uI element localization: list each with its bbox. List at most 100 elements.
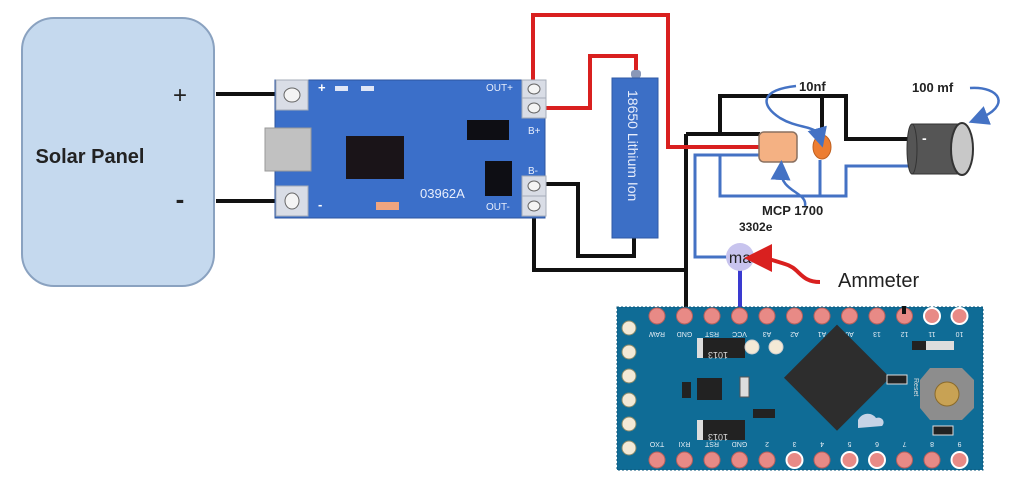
arduino-side-pin-rxi [621,392,637,408]
pad-hole [284,192,300,210]
smd-component [912,341,954,350]
battery-body [611,77,659,239]
blue-wires [693,153,912,322]
arduino-top-pin-11 [923,307,941,325]
arduino-bottom-pin-7 [896,451,913,469]
black-wires [216,92,912,322]
arduino-bottom-pin-txo [648,451,666,469]
reset-button-cap [934,381,960,407]
arduino-top-pin-a3 [758,307,776,325]
pin-out-plus-label: OUT+ [486,83,513,94]
arduino-side-pin-txo [621,416,637,432]
wire-reg-cap-frame [718,155,822,198]
module-in-plus-label: + [318,80,326,95]
usb-port [264,127,312,172]
wire-ground-cap [822,94,912,141]
arduino-bottom-pin-gnd-label: GND [732,440,748,447]
arduino-bottom-pin-txo-label: TXO [649,440,664,447]
battery-terminal [631,70,641,78]
pin-b-plus-label: B+ [528,126,541,137]
arduino-side-pin-grn [621,320,637,336]
solar-panel-minus-label: - [176,184,185,214]
pad-hole [283,87,301,103]
arduino-top-pin-a1-label: A1 [818,330,827,337]
chip-edge [697,420,703,440]
capacitor-100mf-pointer [968,86,1000,125]
arduino-bottom-pin-3 [785,451,804,469]
regulator-mcp1700: MCP 1700 3302e [739,131,823,234]
arduino-bottom-pin-8 [923,451,941,469]
arduino-bottom-pin-3-label: 3 [792,440,796,447]
solar-panel-label: Solar Panel [36,146,145,168]
arduino-bottom-pin-9-label: 9 [957,440,961,447]
arduino-bottom-pin-rst-label: RST [704,440,719,447]
arduino-chip-2 [700,420,745,440]
arduino-top-pin-a1 [813,307,831,325]
capacitor-100mf-label: 100 mf [912,80,954,95]
via-pad [768,339,784,355]
arduino-bottom-pin-gnd [731,451,748,469]
wire-outplus-regulator [531,13,760,149]
pad-hole [527,83,541,95]
ammeter-label: Ammeter [838,270,919,292]
via-pad [744,339,760,355]
arduino-top-pin-vcc-label: VCC [732,330,747,337]
capacitor-top [950,122,974,176]
smd-component [912,341,926,350]
wire-outminus-ground [532,214,686,272]
arduino-top-pin-a3-label: A3 [763,330,772,337]
arduino-bottom-pin-4-label: 4 [820,440,824,447]
arduino-side-pins [621,306,906,456]
arduino-top-pin-10-label: 10 [956,330,964,337]
smd-component [753,409,775,418]
wire-ground-frame [686,94,824,136]
arduino-bottom-pin-2-label: 2 [765,440,769,447]
smd-resistor [376,202,399,210]
arduino-bottom-pin-2 [758,451,776,469]
pin-out-minus-label: OUT- [486,202,510,213]
arduino-top-pin-12-label: 12 [901,330,909,337]
arduino-side-pin-vcc [621,368,637,384]
arduino-bottom-pin-rst [703,451,721,469]
ammeter: ma Ammeter [726,243,919,292]
chip-edge [697,338,703,358]
arduino-bottom-pin-rxi [676,451,693,469]
red-wires [531,13,760,149]
regulator-body [758,131,798,163]
arduino-top-pin-gnd [676,307,693,325]
arduino-top-pin-10 [950,307,969,325]
arduino-bottom-pin-6 [868,451,886,469]
arduino-bottom-pin-7-label: 7 [902,440,906,447]
arduino-top-pin-rst-label: RST [704,330,719,337]
arduino-reset-label: Reset [912,378,919,396]
arduino-mcu [783,324,891,431]
battery-label: 18650 Lithium Ion [625,90,641,201]
pin-marker [902,306,906,314]
regulator-label-2: 3302e [739,220,773,234]
solar-panel-plus-label: + [173,82,187,109]
arduino-chip-1 [700,338,745,358]
arduino-small-ic [697,378,722,400]
solar-panel: Solar Panel + - [21,17,215,287]
regulator-label-1: MCP 1700 [762,203,823,218]
capacitor-100mf: - 100 mf [906,80,1000,176]
smd-component [485,161,512,196]
arduino-top-pin-gnd-label: GND [677,330,693,337]
smd-component [682,382,691,398]
module-in-minus-label: - [318,197,322,212]
arduino-side-pin-blk [621,440,637,456]
smd-component [886,374,908,385]
arduino-top-pin-11-label: 11 [928,330,935,337]
arduino-reset-button[interactable] [920,368,974,420]
arduino-chip-label-2: 1013 [708,432,728,442]
pad-hole [527,200,541,212]
solar-panel-body [21,17,215,287]
smd-component [467,120,509,140]
arduino-bottom-pin-6-label: 6 [875,440,879,447]
arduino-bottom-pin-4 [813,451,831,469]
module-model-label: 03962A [420,186,465,201]
arduino-side-pin-cts [621,344,637,360]
arduino-top-pin-a2 [786,307,803,325]
